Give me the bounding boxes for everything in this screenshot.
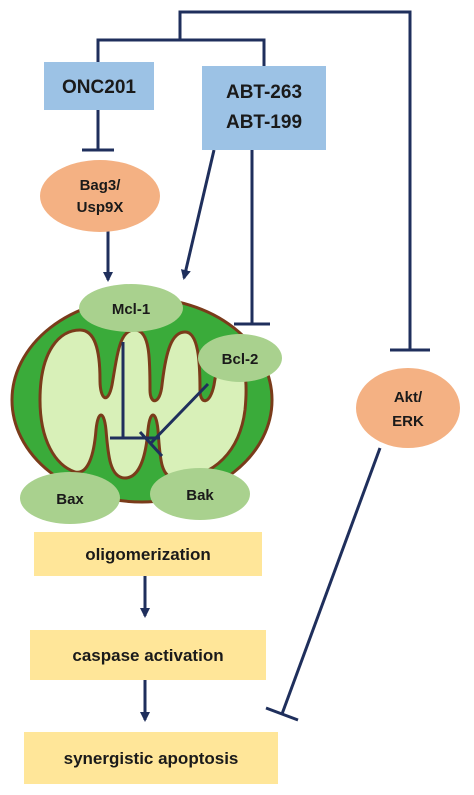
akt-apoptosis-inhibition-bar <box>265 706 299 722</box>
top-right-line <box>178 10 412 350</box>
bag3-label: Bag3/ <box>80 177 122 194</box>
bcl2-bak-inhibition-bar <box>138 430 164 458</box>
caspase-activation-label: caspase activation <box>72 646 223 665</box>
oligomerization-box: oligomerization <box>34 532 262 576</box>
usp9x-label: Usp9X <box>77 199 124 216</box>
bax-label: Bax <box>56 491 84 508</box>
bak-label: Bak <box>186 487 214 504</box>
abt263-label: ABT-263 <box>226 82 302 103</box>
connector-lines <box>96 10 430 352</box>
erk-label: ERK <box>392 413 424 430</box>
bcl2-to-bak-line <box>148 382 210 446</box>
mcl1-label: Mcl-1 <box>112 301 150 318</box>
abt-to-mcl1-arrow <box>180 149 216 280</box>
akt-erk-node: Akt/ ERK <box>356 368 460 448</box>
abt199-label: ABT-199 <box>226 112 302 133</box>
caspase-activation-box: caspase activation <box>30 630 266 680</box>
synergistic-apoptosis-box: synergistic apoptosis <box>24 732 278 784</box>
onc201-label: ONC201 <box>62 77 136 98</box>
bcl2-label: Bcl-2 <box>222 351 259 368</box>
synergistic-apoptosis-label: synergistic apoptosis <box>64 749 239 768</box>
oligomerization-label: oligomerization <box>85 545 211 564</box>
bcl2-node: Bcl-2 <box>198 334 282 382</box>
akt-label: Akt/ <box>394 389 423 406</box>
akt-to-apoptosis-line <box>280 447 382 715</box>
bag3-usp9x-node: Bag3/ Usp9X <box>40 160 160 232</box>
pathway-arrows <box>82 110 382 722</box>
bak-node: Bak <box>150 468 250 520</box>
abt-box: ABT-263 ABT-199 <box>202 66 326 150</box>
bax-node: Bax <box>20 472 120 524</box>
mcl1-node: Mcl-1 <box>79 284 183 332</box>
onc201-box: ONC201 <box>44 62 154 110</box>
